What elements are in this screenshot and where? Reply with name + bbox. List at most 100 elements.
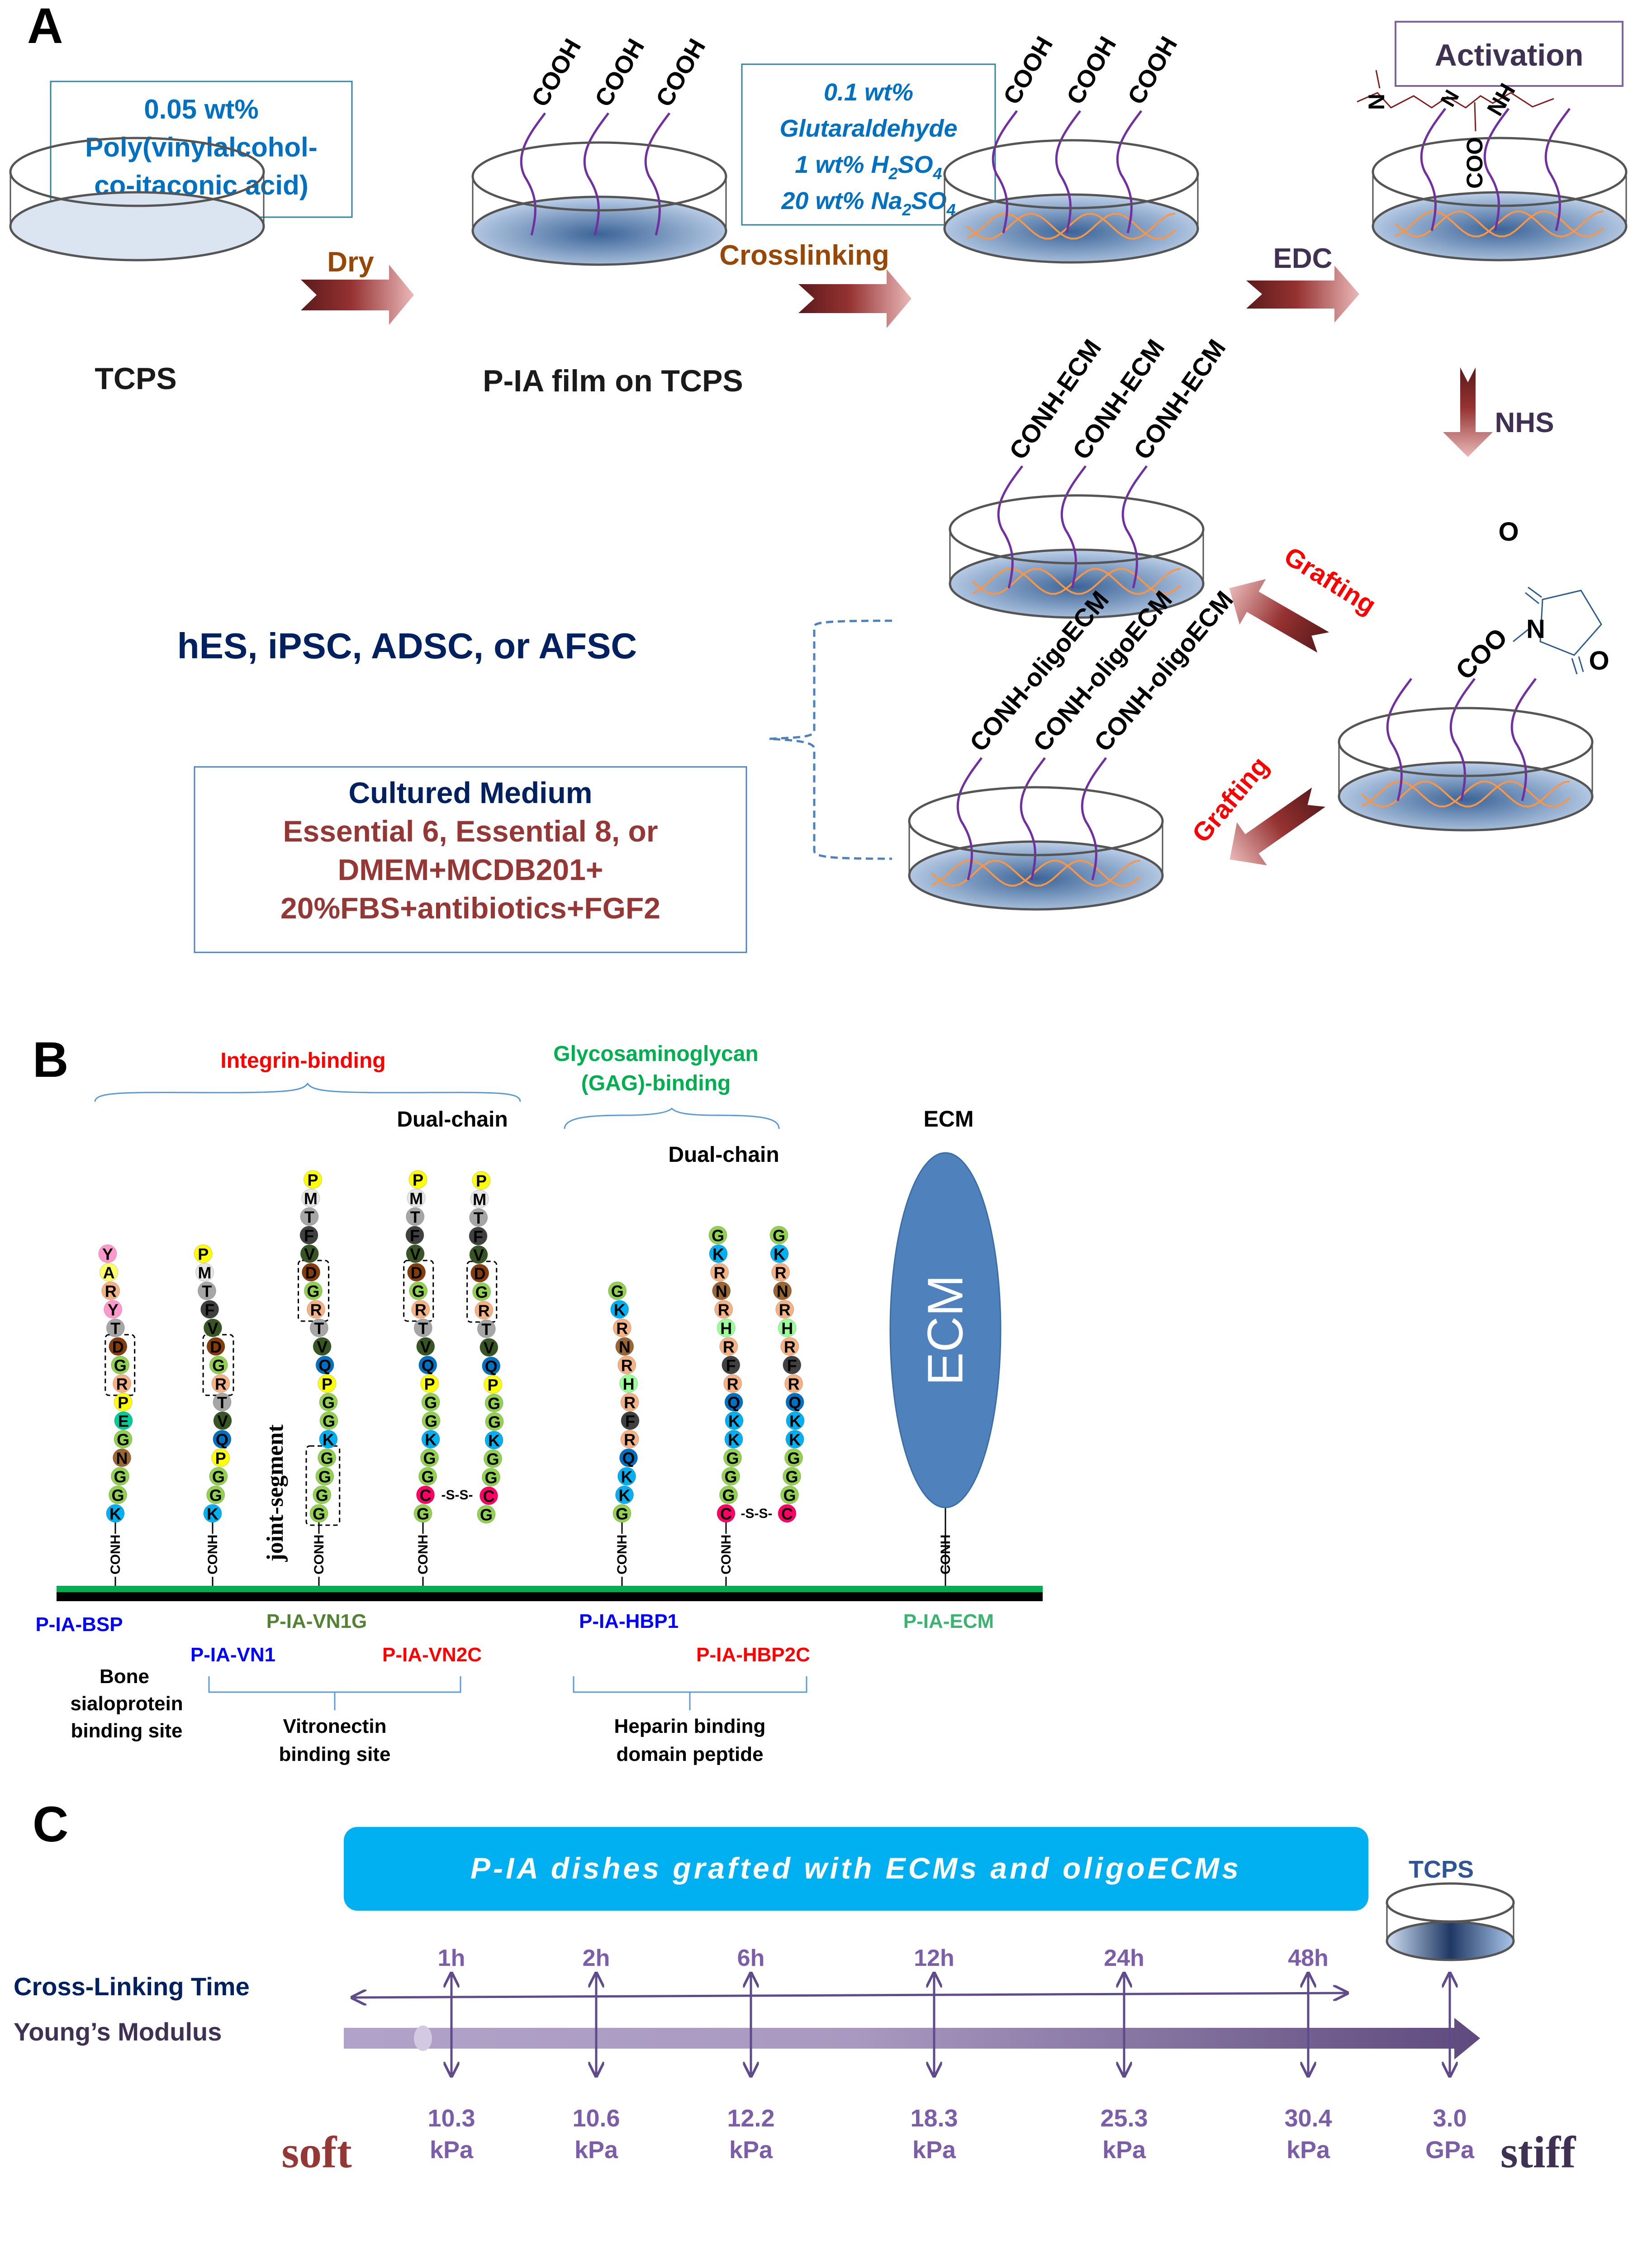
vitronectin-desc-line-1: Vitronectin [283, 1715, 386, 1737]
residue-Q [213, 1430, 232, 1449]
residue-letter: R [727, 1375, 739, 1394]
residue-R [612, 1318, 632, 1337]
residue-R [784, 1374, 803, 1393]
residue-letter: K [712, 1245, 724, 1264]
residue-R [723, 1374, 742, 1393]
residue-letter: T [217, 1394, 227, 1412]
residue-letter: C [483, 1487, 495, 1506]
residue-G [422, 1411, 441, 1430]
residue-M [407, 1189, 426, 1208]
modulus-unit: kPa [1286, 2136, 1330, 2164]
crosslink-helix [966, 213, 1176, 240]
residue-G [481, 1468, 501, 1487]
residue-R [112, 1374, 132, 1393]
residue-letter: G [117, 1431, 129, 1449]
peptide-chains: YARYTDGRPEGNGGKCONHPMTFVDGRTVQPGGKCONHPM… [98, 1170, 953, 1586]
residue-letter: R [415, 1301, 427, 1319]
tcps-reference-label: TCPS [1409, 1856, 1474, 1883]
integrin-brace [94, 1082, 521, 1102]
residue-letter: V [410, 1245, 421, 1264]
modulus-unit: kPa [430, 2136, 474, 2164]
nhs-o-label-2: O [1589, 646, 1609, 675]
panel-letter-c: C [33, 1797, 68, 1852]
residue-G [708, 1226, 727, 1245]
residue-R [306, 1300, 326, 1319]
residue-T [197, 1281, 217, 1300]
residue-letter: F [205, 1301, 215, 1319]
residue-letter: V [217, 1412, 228, 1431]
residue-letter: G [209, 1486, 222, 1505]
residue-G [608, 1281, 627, 1300]
conh-linker-label: CONH [615, 1535, 630, 1574]
heparin-desc-line-1: Heparin binding [614, 1715, 766, 1737]
residue-K [421, 1430, 440, 1449]
residue-letter: G [424, 1394, 437, 1412]
label-p-ia-hbp2c: P-IA-HBP2C [696, 1644, 810, 1666]
residue-letter: F [625, 1412, 635, 1431]
residue-G [110, 1467, 130, 1486]
residue-M [470, 1189, 489, 1208]
nhs-o-label-1: O [1498, 517, 1519, 547]
residue-letter: G [487, 1450, 499, 1469]
residue-V [313, 1337, 332, 1356]
residue-K [786, 1411, 805, 1430]
residue-letter: G [323, 1412, 335, 1431]
residue-letter: G [783, 1486, 796, 1505]
label-p-ia-bsp: P-IA-BSP [35, 1613, 123, 1636]
residue-G [723, 1448, 742, 1467]
grafting-arrow-oligoecm [1230, 787, 1326, 866]
modulus-highlight [414, 2026, 432, 2051]
residue-letter: N [716, 1282, 727, 1301]
residue-letter: D [112, 1338, 124, 1356]
residue-T [413, 1318, 433, 1337]
residue-G [319, 1411, 338, 1430]
residue-letter: V [304, 1245, 315, 1264]
conh-linker-label: CONH [205, 1535, 220, 1574]
residue-R [710, 1263, 729, 1282]
conh-linker-label: CONH [312, 1535, 327, 1574]
residue-P [472, 1171, 491, 1190]
residue-R [714, 1300, 733, 1319]
residue-K [484, 1431, 503, 1450]
edc-n-label-2: N [1436, 86, 1464, 111]
residue-letter: G [114, 1356, 127, 1375]
residue-letter: R [718, 1301, 730, 1319]
polymer-chain [1081, 757, 1107, 880]
residue-letter: G [616, 1505, 628, 1523]
modulus-value: 25.3 [1100, 2105, 1148, 2132]
residue-letter: R [624, 1394, 636, 1412]
crosslink-helix [972, 568, 1181, 595]
residue-K [319, 1430, 338, 1449]
residue-letter: G [488, 1394, 500, 1413]
crosslinking-label: Crosslinking [719, 240, 889, 271]
disulfide-bond-label: -S-S- [441, 1488, 473, 1503]
residue-letter: K [109, 1505, 121, 1523]
residue-letter: R [478, 1302, 490, 1320]
residue-letter: G [112, 1486, 124, 1505]
residue-K [617, 1467, 636, 1486]
polymer-chain [997, 465, 1023, 589]
joint-segment-label: joint-segment [262, 1424, 288, 1562]
residue-G [719, 1485, 738, 1504]
modulus-unit: kPa [1102, 2136, 1146, 2164]
residue-letter: P [198, 1245, 209, 1264]
ecm-inner-label: ECM [918, 1275, 973, 1385]
polymer-chain [1020, 757, 1046, 880]
residue-letter: T [410, 1208, 420, 1227]
residue-letter: Q [727, 1394, 740, 1412]
residue-Q [315, 1356, 334, 1375]
residue-letter: R [310, 1301, 322, 1319]
residue-V [300, 1244, 319, 1263]
residue-letter: Q [422, 1356, 434, 1375]
residue-letter: K [728, 1412, 740, 1431]
polymer-box-line-1: 0.05 wt% [144, 94, 258, 124]
grafting-label-ecm: Grafting [1279, 541, 1381, 620]
crosslink-helix [1361, 780, 1570, 808]
residue-letter: P [118, 1394, 128, 1412]
